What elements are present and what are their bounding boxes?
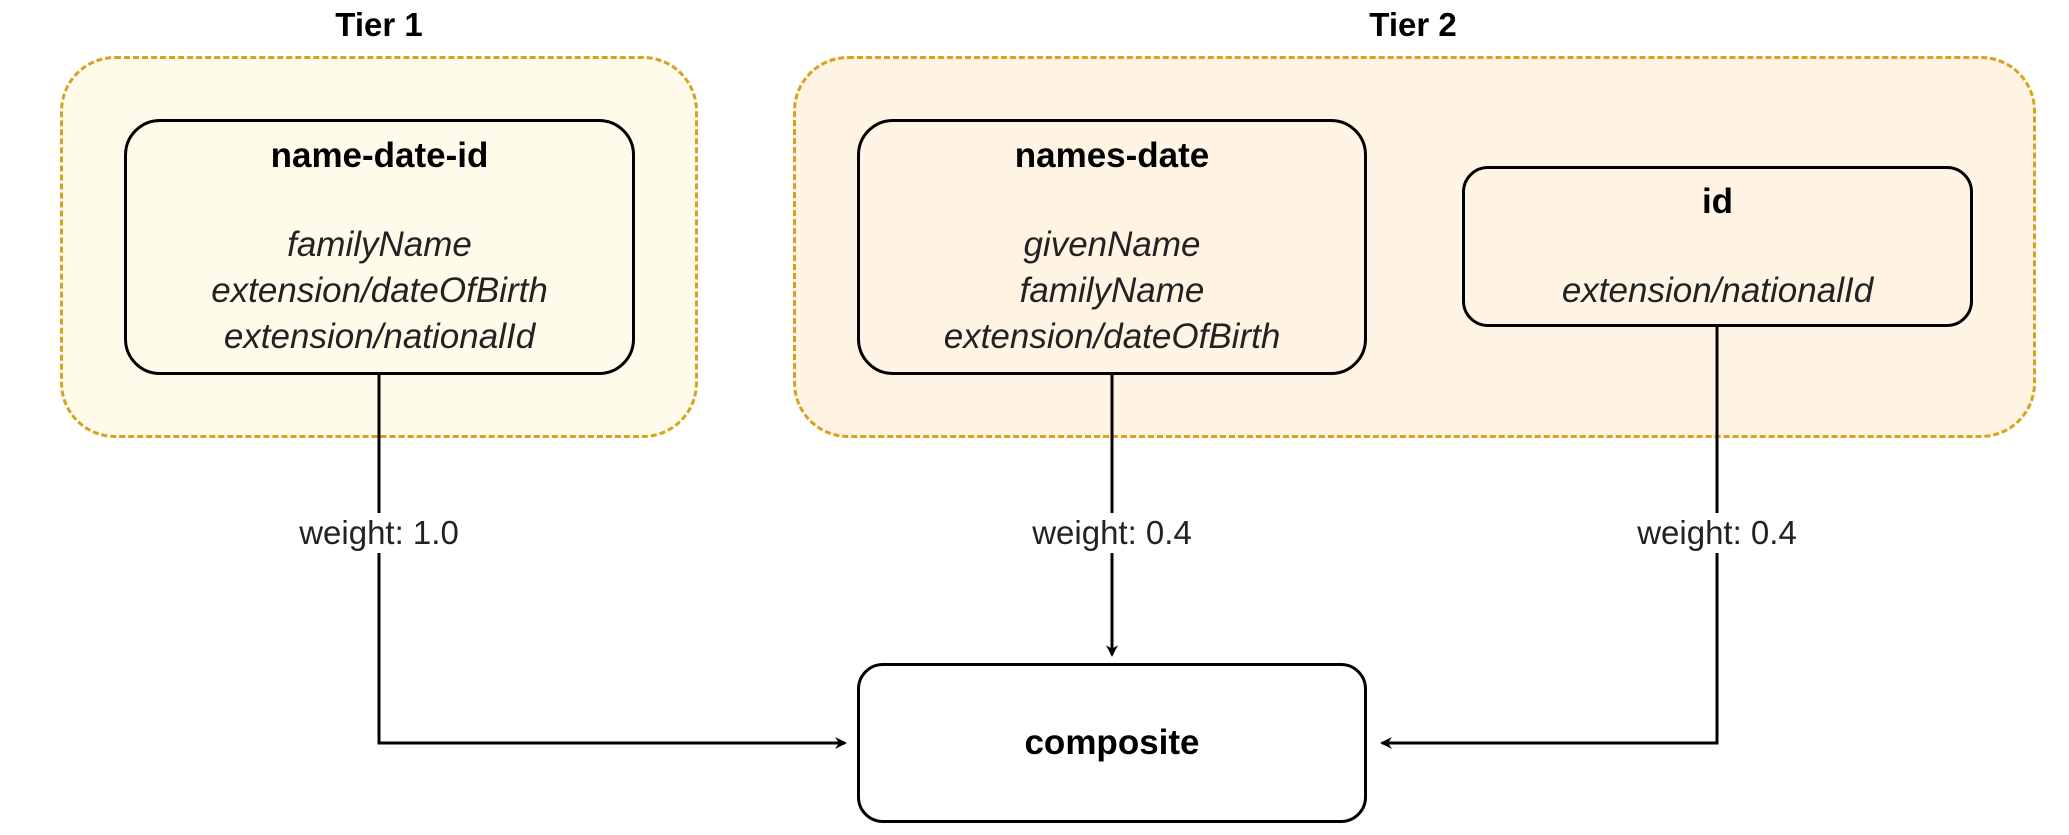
edge-name-date-id-to-composite [377,374,847,749]
node-composite-title: composite [1024,723,1200,762]
node-id-title: id [1701,181,1734,221]
tier-1-title: Tier 1 [335,6,423,43]
node-name-date-id-title: name-date-id [270,136,489,175]
node-id-field: extension/nationalId [1561,270,1874,310]
edge-label-weight-2: weight: 0.4 [1030,513,1194,553]
node-names-date-field: extension/dateOfBirth [943,317,1281,356]
node-names-date-field: givenName [1023,225,1201,264]
edge-label-weight-1: weight: 1.0 [297,513,461,553]
node-name-date-id: name-date-id familyName extension/dateOf… [124,119,635,375]
tier-2-title: Tier 2 [1369,6,1457,43]
edge-id-to-composite [1380,326,1719,749]
edge-label-weight-3: weight: 0.4 [1635,513,1799,553]
node-names-date-field: familyName [1019,271,1205,310]
node-name-date-id-field: familyName [287,225,472,264]
node-composite: composite [857,663,1367,823]
node-names-date: names-date givenName familyName extensio… [857,119,1367,375]
node-id: id extension/nationalId [1462,166,1973,327]
node-name-date-id-field: extension/nationalId [223,317,536,356]
node-names-date-title: names-date [1014,136,1210,175]
node-name-date-id-field: extension/dateOfBirth [211,271,548,310]
